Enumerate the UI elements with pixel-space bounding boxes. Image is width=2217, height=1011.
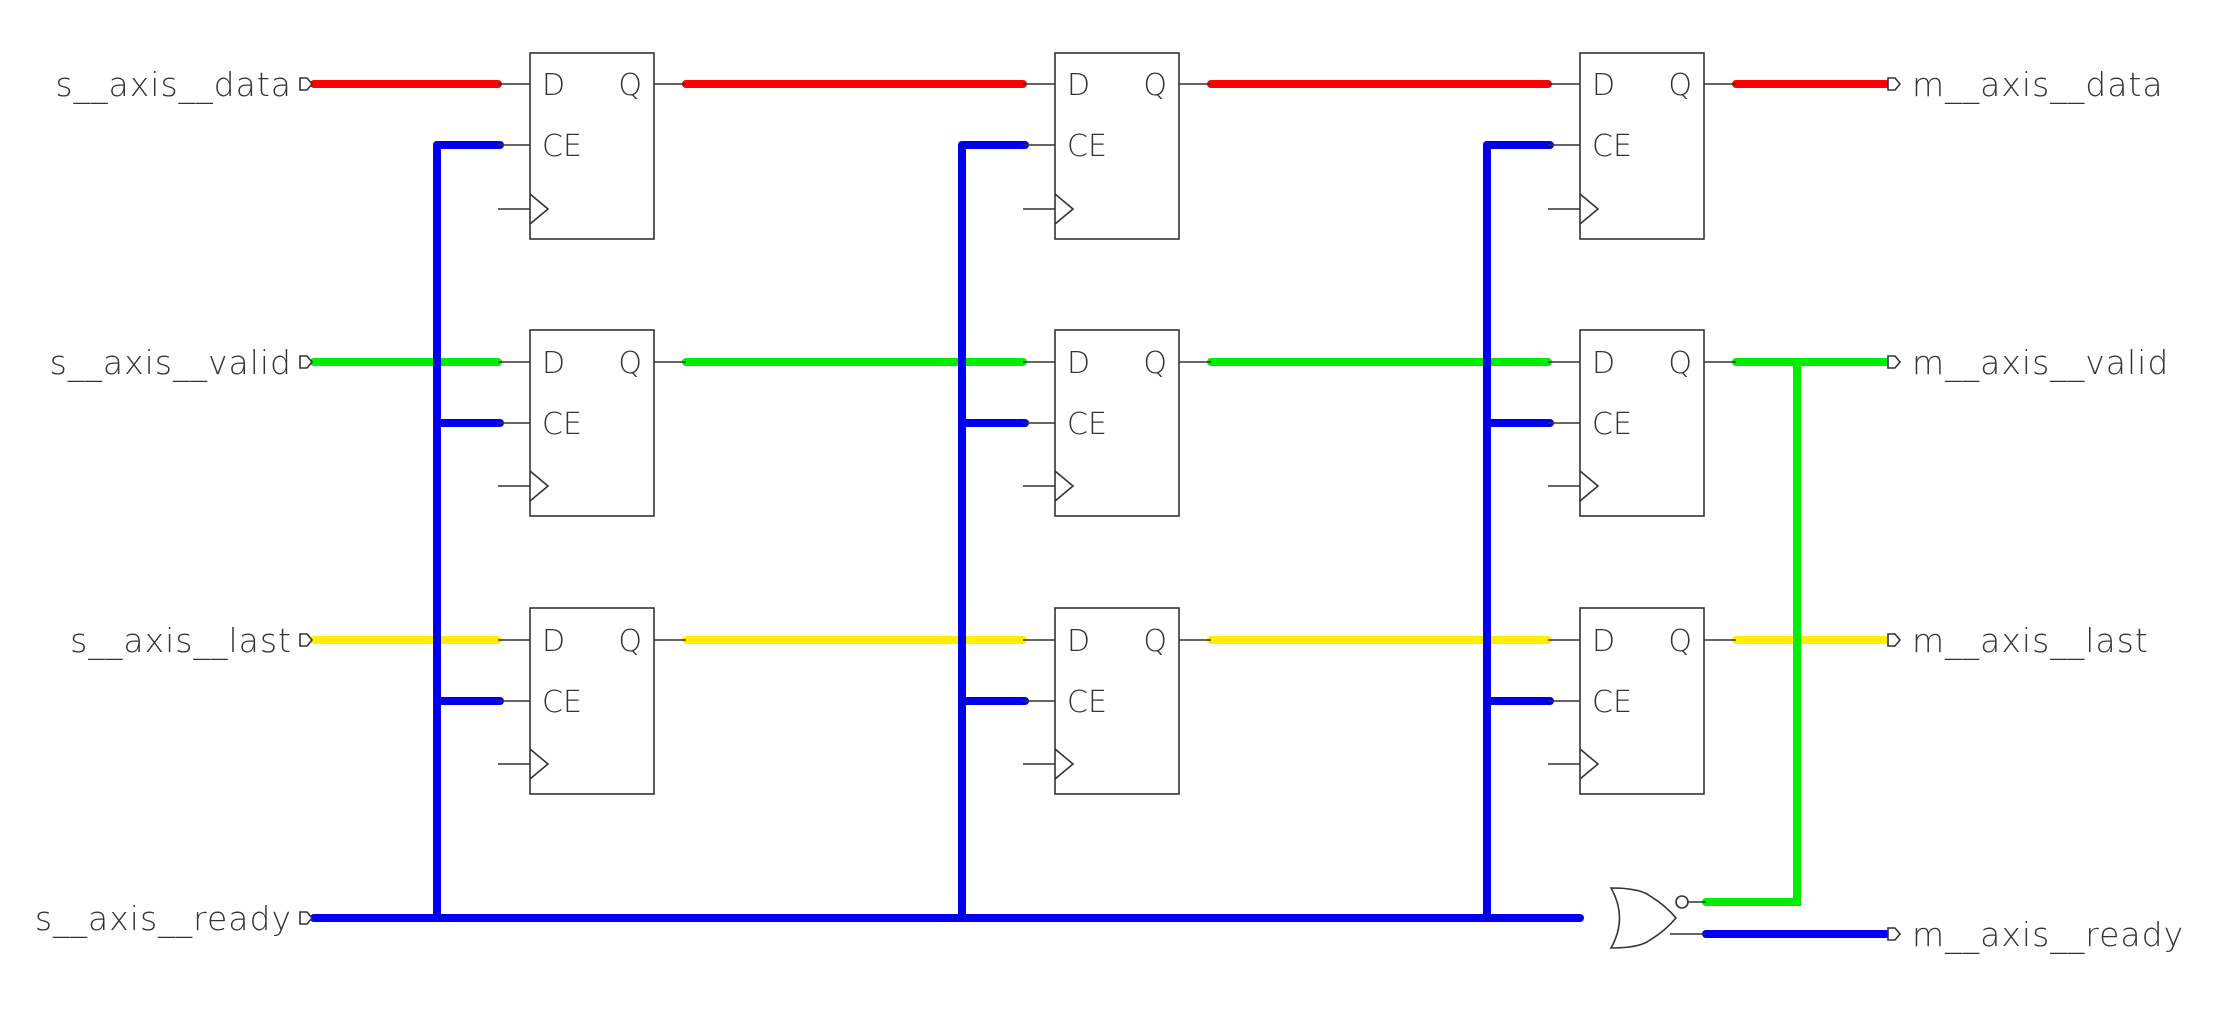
flipflop-r2-s2: D Q CE bbox=[1023, 329, 1211, 517]
input-port-icon bbox=[299, 911, 314, 925]
flipflop-r1-s1: D Q CE bbox=[498, 52, 686, 240]
wire-layer bbox=[310, 80, 1890, 938]
q-pin-label: Q bbox=[1668, 624, 1692, 659]
q-pin-label: Q bbox=[1143, 346, 1167, 381]
or-gate-body bbox=[1609, 887, 1678, 949]
d-pin-label: D bbox=[1067, 68, 1090, 103]
output-port-label: m__axis__data bbox=[1912, 65, 2164, 105]
ce-pin-label: CE bbox=[1067, 129, 1107, 164]
input-port-icon bbox=[299, 633, 314, 647]
ce-pin-label: CE bbox=[542, 407, 582, 442]
d-pin-label: D bbox=[1592, 624, 1615, 659]
q-pin-label: Q bbox=[618, 68, 642, 103]
clock-triangle-icon bbox=[1054, 193, 1075, 225]
or-gate bbox=[1609, 887, 1706, 949]
d-pin-label: D bbox=[1592, 346, 1615, 381]
flipflop-r1-s3: D Q CE bbox=[1548, 52, 1736, 240]
d-pin-label: D bbox=[1067, 346, 1090, 381]
ce-pin-label: CE bbox=[1592, 407, 1632, 442]
d-pin-label: D bbox=[1592, 68, 1615, 103]
ce-pin-label: CE bbox=[542, 685, 582, 720]
d-pin-label: D bbox=[542, 68, 565, 103]
flipflop-r2-s1: D Q CE bbox=[498, 329, 686, 517]
input-port-label: s__axis__valid bbox=[50, 343, 292, 383]
output-port-label: m__axis__valid bbox=[1912, 343, 2169, 383]
output-port-label: m__axis__last bbox=[1912, 621, 2149, 661]
d-pin-label: D bbox=[542, 346, 565, 381]
q-pin-label: Q bbox=[1668, 68, 1692, 103]
clock-triangle-icon bbox=[529, 193, 550, 225]
flipflop-body bbox=[1579, 329, 1705, 517]
flipflop-r3-s3: D Q CE bbox=[1548, 607, 1736, 795]
input-port-icon bbox=[299, 355, 314, 369]
ce-pin-label: CE bbox=[1067, 685, 1107, 720]
wire-valid-feedback bbox=[1702, 358, 1801, 906]
input-port-icon bbox=[299, 77, 314, 91]
output-port-icon bbox=[1887, 927, 1902, 941]
flipflop-r3-s1: D Q CE bbox=[498, 607, 686, 795]
ce-pin-label: CE bbox=[1592, 685, 1632, 720]
d-pin-label: D bbox=[1067, 624, 1090, 659]
clock-triangle-icon bbox=[1054, 470, 1075, 502]
flipflop-body bbox=[529, 52, 655, 240]
flipflop-r3-s2: D Q CE bbox=[1023, 607, 1211, 795]
flipflop-layer: D Q CE D Q CE D Q CE D Q CE D Q CE D Q CE D Q CE D Q CE D Q CE bbox=[498, 52, 1736, 795]
flipflop-r1-s2: D Q CE bbox=[1023, 52, 1211, 240]
output-port-icon bbox=[1887, 355, 1902, 369]
q-pin-label: Q bbox=[618, 346, 642, 381]
ce-pin-label: CE bbox=[1067, 407, 1107, 442]
flipflop-body bbox=[1054, 52, 1180, 240]
q-pin-label: Q bbox=[1143, 68, 1167, 103]
clock-triangle-icon bbox=[1054, 748, 1075, 780]
output-port-label: m__axis__ready bbox=[1912, 915, 2184, 955]
ce-pin-label: CE bbox=[1592, 129, 1632, 164]
clock-triangle-icon bbox=[529, 748, 550, 780]
d-pin-label: D bbox=[542, 624, 565, 659]
q-pin-label: Q bbox=[1143, 624, 1167, 659]
clock-triangle-icon bbox=[1579, 748, 1600, 780]
input-port-label: s__axis__data bbox=[55, 65, 292, 105]
input-port-label: s__axis__ready bbox=[35, 899, 292, 939]
flipflop-body bbox=[1054, 329, 1180, 517]
clock-triangle-icon bbox=[1579, 193, 1600, 225]
port-layer: s__axis__data s__axis__valid s__axis__last… bbox=[35, 65, 2184, 955]
output-port-icon bbox=[1887, 77, 1902, 91]
input-port-label: s__axis__last bbox=[70, 621, 292, 661]
q-pin-label: Q bbox=[1668, 346, 1692, 381]
q-pin-label: Q bbox=[618, 624, 642, 659]
flipflop-body bbox=[1579, 607, 1705, 795]
or-gate-layer bbox=[1609, 887, 1706, 949]
flipflop-body bbox=[1579, 52, 1705, 240]
flipflop-body bbox=[529, 329, 655, 517]
ce-pin-label: CE bbox=[542, 129, 582, 164]
output-port-icon bbox=[1887, 633, 1902, 647]
flipflop-body bbox=[529, 607, 655, 795]
flipflop-r2-s3: D Q CE bbox=[1548, 329, 1736, 517]
clock-triangle-icon bbox=[529, 470, 550, 502]
inverter-bubble-icon bbox=[1675, 895, 1689, 909]
clock-triangle-icon bbox=[1579, 470, 1600, 502]
